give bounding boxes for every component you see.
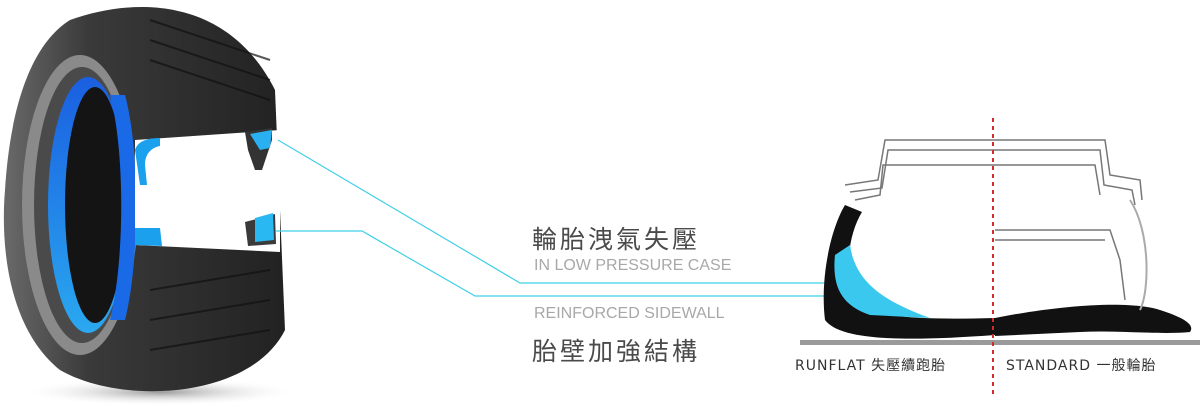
wheel-rim-outline (844, 139, 1143, 301)
standard-label: STANDARD 一般輪胎 (1006, 358, 1157, 374)
callout-bottom-subtitle: REINFORCED SIDEWALL (534, 305, 725, 322)
callout-top-subtitle: IN LOW PRESSURE CASE (534, 257, 732, 274)
callout-line-top (277, 139, 835, 284)
ground-line (800, 340, 1200, 345)
tire-cutaway-image (3, 7, 300, 406)
runflat-sidewall (823, 205, 995, 339)
callout-lines (276, 139, 835, 297)
callout-top-title: 輪胎洩氣失壓 (532, 225, 701, 254)
cross-section-diagram (800, 118, 1200, 398)
callout-bottom-title: 胎壁加強結構 (532, 337, 701, 366)
runflat-reinforcement-insert (834, 245, 930, 318)
callout-line-bottom (276, 230, 830, 297)
standard-collapsed-tire (995, 304, 1192, 336)
runflat-label: RUNFLAT 失壓續跑胎 (795, 358, 947, 374)
